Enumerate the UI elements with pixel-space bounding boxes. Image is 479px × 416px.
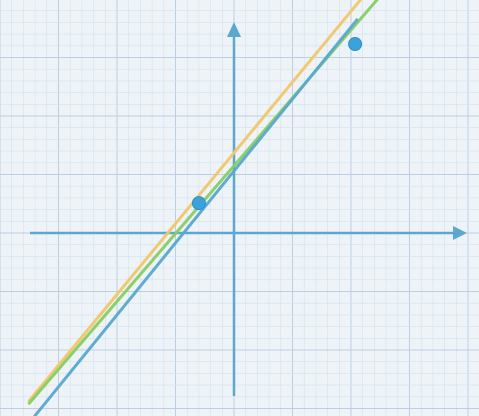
graph-point-2 xyxy=(348,37,363,52)
x-axis-arrow-icon xyxy=(453,226,467,240)
graph-line-3 xyxy=(32,18,359,416)
y-axis-arrow-icon xyxy=(227,22,241,37)
axes xyxy=(30,22,467,396)
graph-line-1 xyxy=(27,0,363,403)
graph-point-1 xyxy=(191,196,206,211)
points xyxy=(191,37,363,211)
